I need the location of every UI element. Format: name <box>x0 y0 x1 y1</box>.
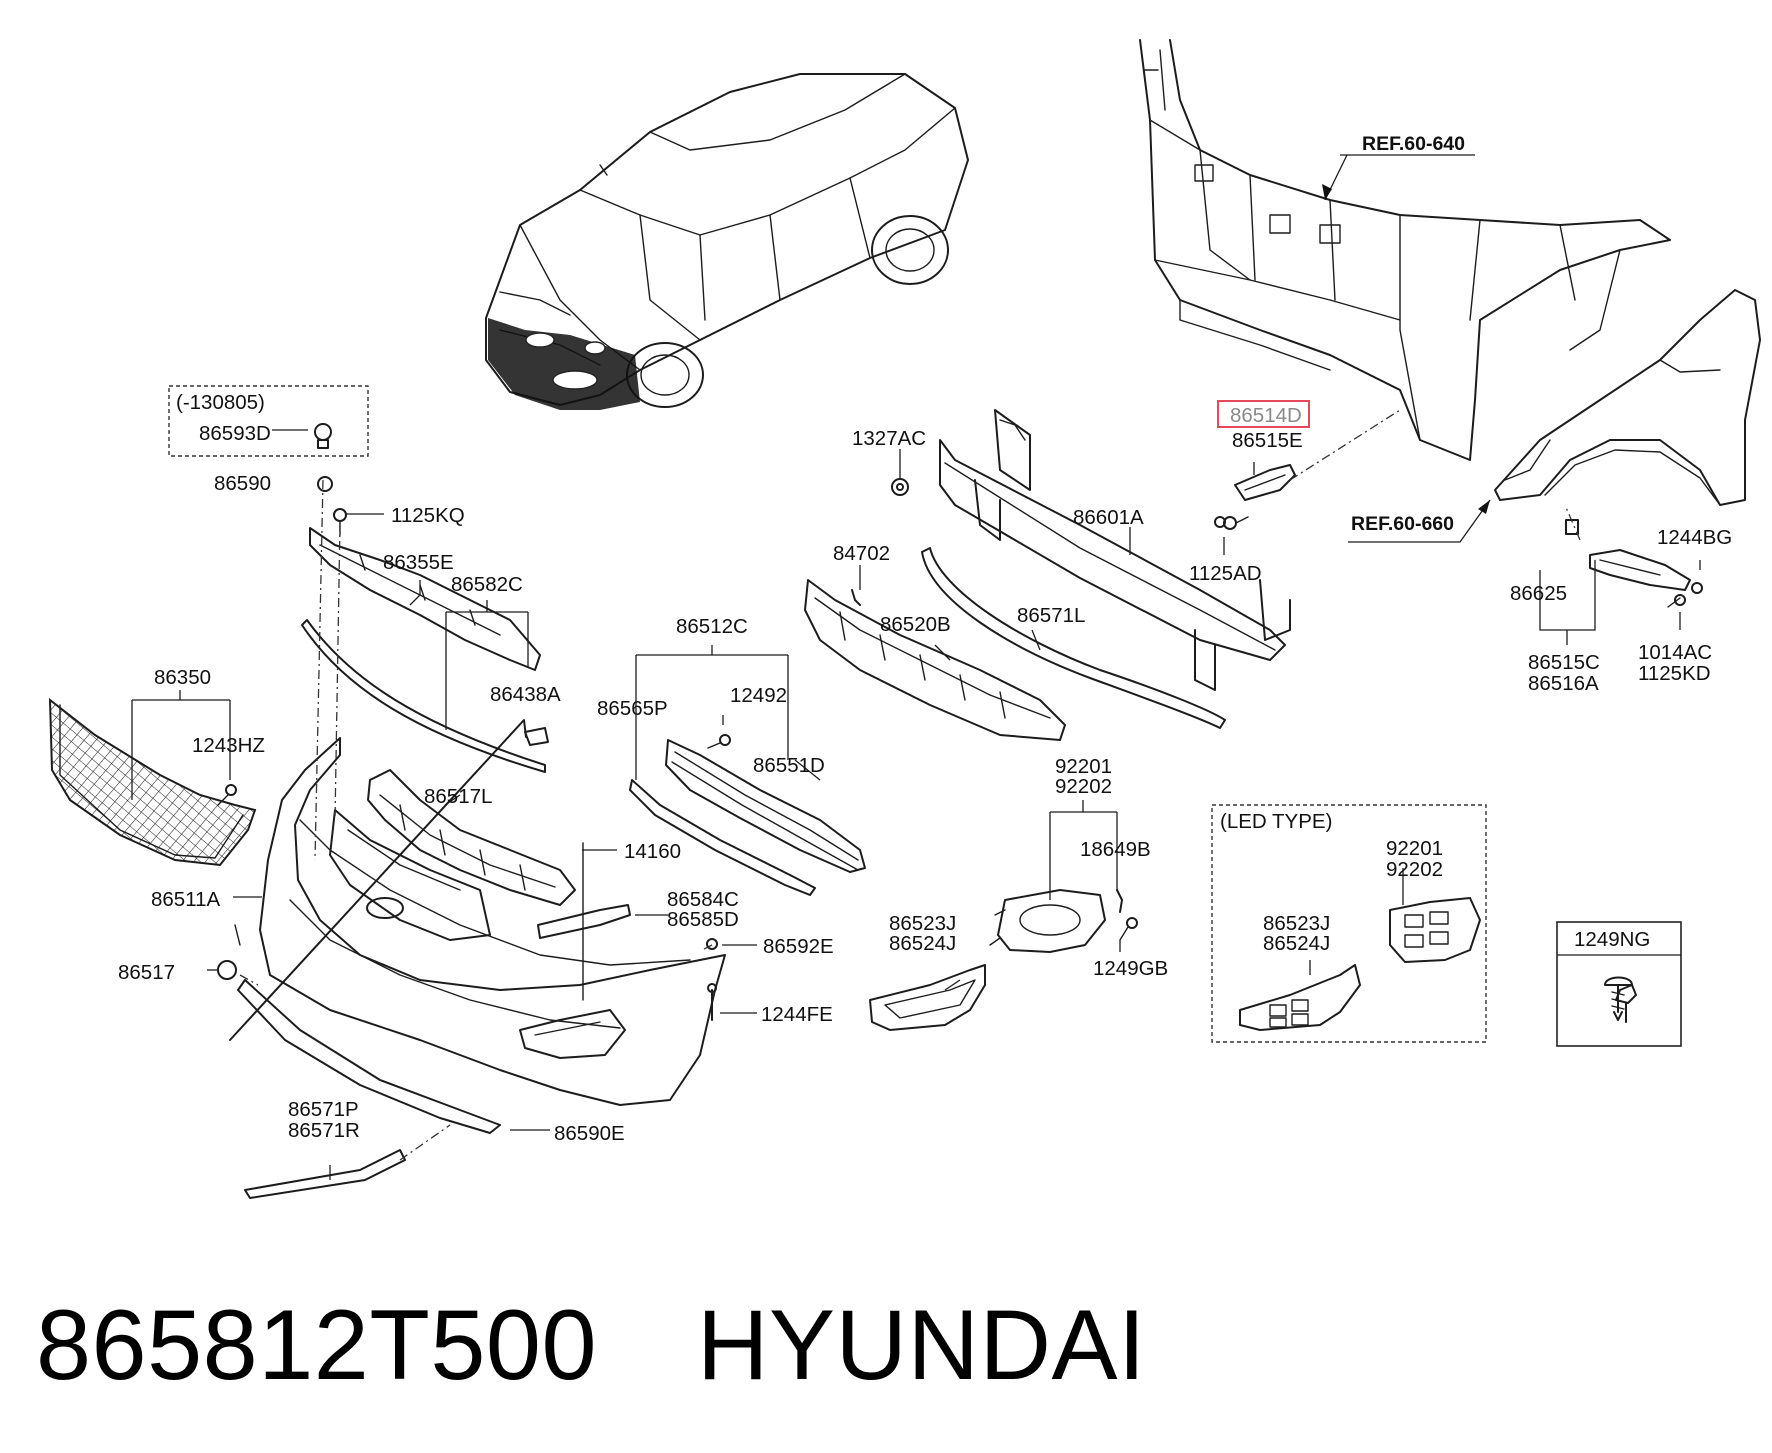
label-86571R: 86571R <box>288 1119 360 1142</box>
label-86514D-highlighted: 86514D <box>1230 404 1302 427</box>
label-led-92202: 92202 <box>1386 858 1443 881</box>
brand-name: HYUNDAI <box>697 1289 1147 1400</box>
label-86516A: 86516A <box>1528 672 1599 695</box>
fastener-box-label: 1249NG <box>1574 928 1650 951</box>
lower-grille <box>629 739 866 896</box>
assembly-guide-lines <box>239 409 1581 1161</box>
label-86515C: 86515C <box>1528 651 1600 674</box>
label-86592E: 86592E <box>763 935 834 958</box>
label-92202: 92202 <box>1055 775 1112 798</box>
fastener-legend-box <box>1556 921 1682 1047</box>
ref-label-upper: REF.60-640 <box>1362 133 1465 155</box>
fender-bracket <box>1565 519 1703 608</box>
label-1244FE: 1244FE <box>761 1003 833 1026</box>
label-86585D: 86585D <box>667 908 739 931</box>
early-production-group-box <box>168 385 369 457</box>
highlighted-part-box <box>1217 400 1310 428</box>
label-1014AC: 1014AC <box>1638 641 1712 664</box>
label-86625: 86625 <box>1510 582 1567 605</box>
label-1125KQ: 1125KQ <box>391 504 465 527</box>
label-1244BG: 1244BG <box>1657 526 1732 549</box>
led-type-group-box <box>1211 804 1487 1043</box>
label-86582C: 86582C <box>451 573 523 596</box>
label-86601A: 86601A <box>1073 506 1144 529</box>
fasteners <box>217 423 1637 1041</box>
bumper-beam <box>939 409 1291 691</box>
label-86571L: 86571L <box>1017 604 1085 627</box>
part-labels: (-130805) 86593D 86590 1125KQ 86355E 865… <box>118 133 1732 1145</box>
ref-label-fender: REF.60-660 <box>1351 513 1454 535</box>
part-number-footer: 865812T500 HYUNDAI <box>36 1288 1146 1402</box>
label-86524J: 86524J <box>889 932 956 955</box>
label-86551D: 86551D <box>753 754 825 777</box>
label-86565P: 86565P <box>597 697 668 720</box>
label-86517: 86517 <box>118 961 175 984</box>
label-led-86523J: 86523J <box>1263 912 1330 935</box>
label-86590E: 86590E <box>554 1122 625 1145</box>
label-86590: 86590 <box>214 472 271 495</box>
label-86515E: 86515E <box>1232 429 1303 452</box>
front-fender-panel <box>1494 289 1761 506</box>
label-86584C: 86584C <box>667 888 739 911</box>
label-86350: 86350 <box>154 666 211 689</box>
part-number: 865812T500 <box>36 1289 598 1400</box>
label-84702: 84702 <box>833 542 890 565</box>
label-14160: 14160 <box>624 840 681 863</box>
led-fog-lamp <box>1239 897 1481 1031</box>
energy-absorber <box>804 579 1066 741</box>
label-86511A: 86511A <box>151 888 220 911</box>
radiator-support-panel <box>1139 39 1671 461</box>
label-92201: 92201 <box>1055 755 1112 778</box>
leader-lines <box>131 154 1701 1180</box>
label-led-92201: 92201 <box>1386 837 1443 860</box>
screw-icon <box>1604 976 1633 1021</box>
label-1249GB: 1249GB <box>1093 957 1168 980</box>
label-led-86524J: 86524J <box>1263 932 1330 955</box>
label-86512C: 86512C <box>676 615 748 638</box>
label-1327AC: 1327AC <box>852 427 926 450</box>
early-note-label: (-130805) <box>176 391 265 414</box>
label-86355E: 86355E <box>383 551 454 574</box>
label-86523J: 86523J <box>889 912 956 935</box>
label-18649B: 18649B <box>1080 838 1151 861</box>
lower-strip <box>921 547 1226 729</box>
label-12492: 12492 <box>730 684 787 707</box>
label-86517L: 86517L <box>424 785 492 808</box>
label-1243HZ: 1243HZ <box>192 734 265 757</box>
fog-lamp-bezel <box>869 964 986 1031</box>
led-note-label: (LED TYPE) <box>1220 810 1332 833</box>
label-1125AD: 1125AD <box>1189 562 1262 585</box>
label-86571P: 86571P <box>288 1098 359 1121</box>
bumper-trim-strip <box>537 904 631 939</box>
label-86593D: 86593D <box>199 422 271 445</box>
upper-cover <box>301 527 546 773</box>
bumper-support-bracket <box>367 769 576 906</box>
label-86438A: 86438A <box>490 683 561 706</box>
label-86520B: 86520B <box>880 613 951 636</box>
radiator-grille <box>48 697 257 867</box>
fog-lamp <box>989 889 1106 953</box>
bracket-86514D <box>1223 464 1296 530</box>
car-overview-illustration <box>485 73 969 410</box>
label-1125KD: 1125KD <box>1638 662 1711 685</box>
